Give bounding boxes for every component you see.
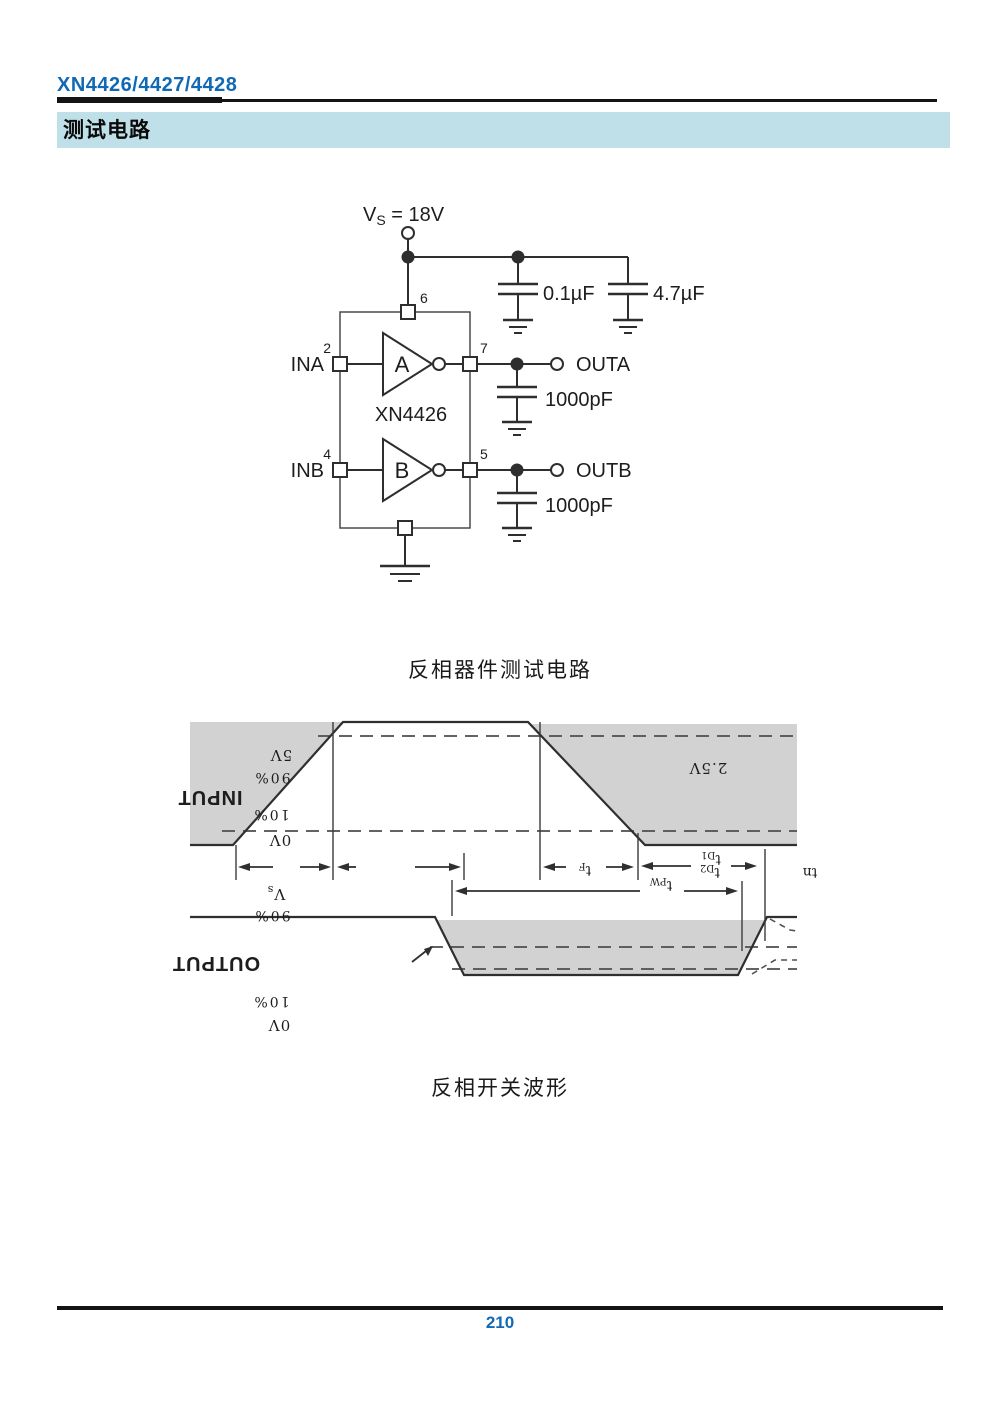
output-ghost-upper <box>769 918 798 932</box>
tf-label: tF <box>579 860 592 878</box>
ground-pin-pad <box>397 520 413 536</box>
load-cap-a-value: 1000pF <box>545 389 613 411</box>
bypass-capacitor-1-symbol <box>498 282 538 296</box>
dim-arrow-td <box>641 862 757 870</box>
pin5-pad <box>462 462 478 478</box>
outa-label: OUTA <box>576 354 631 376</box>
junction-dot-rail <box>511 250 525 264</box>
pin6-pad <box>400 304 416 320</box>
inb-label: INB <box>291 460 324 482</box>
section-banner-title: 测试电路 <box>63 119 151 142</box>
pin4-pad <box>332 462 348 478</box>
edge-pointer-arrow <box>411 946 433 963</box>
input-0v-label: 0V <box>269 831 292 849</box>
pin6-number: 6 <box>420 290 428 306</box>
load-capacitor-b-symbol <box>497 491 537 505</box>
tn-label: tn <box>803 864 818 880</box>
test-circuit-diagram: VS = 18V 6 0.1µF 4.7µF 2 INA A 7 OUTA 10… <box>291 204 705 582</box>
output-vs-label: Vs <box>267 883 287 903</box>
switching-waveform-figure: 5V 90% INPUT 10% 0V 2.5V Vs 90% OUTPUT 1… <box>172 720 818 1034</box>
input-axis-label: INPUT <box>178 786 243 808</box>
outb-label: OUTB <box>576 460 632 482</box>
part-number-label: XN4426 <box>375 404 447 426</box>
ground-symbol-load-a <box>502 420 532 436</box>
ina-label: INA <box>291 354 325 376</box>
footer-rule <box>57 1306 943 1310</box>
input-shade-left <box>190 722 343 845</box>
pin5-number: 5 <box>480 446 488 462</box>
inverter-b-bubble <box>432 463 446 477</box>
pin7-number: 7 <box>480 340 488 356</box>
junction-dot-supply <box>401 250 415 264</box>
header-rule-accent <box>57 97 222 103</box>
supply-terminal-node <box>401 226 415 240</box>
td1-label: tD1 <box>701 849 721 867</box>
bypass-cap1-value: 0.1µF <box>543 283 595 305</box>
ground-symbol-cap2 <box>613 318 643 334</box>
ground-symbol-cap1 <box>503 318 533 334</box>
circuit-caption: 反相器件测试电路 <box>408 659 592 682</box>
pin7-pad <box>462 356 478 372</box>
pin2-number: 2 <box>323 340 331 356</box>
input-5v-label: 5V <box>270 746 293 764</box>
output-waveform-trace <box>190 915 797 977</box>
output-ghost-lower <box>751 959 797 975</box>
gate-a-label: A <box>395 352 410 377</box>
input-waveform-trace <box>190 720 797 847</box>
tpw-label: tPW <box>649 875 672 893</box>
dim-arrow-tpw <box>455 887 738 895</box>
outa-terminal-node <box>550 357 564 371</box>
header-rule <box>57 99 937 102</box>
input-90pct-label: 90% <box>253 769 290 785</box>
output-90pct-label: 90% <box>253 907 290 923</box>
ground-symbol-load-b <box>502 526 532 542</box>
input-shade-right <box>530 724 797 845</box>
dim-arrow-tf <box>543 863 634 871</box>
gate-b-label: B <box>395 458 410 483</box>
output-0v-label: 0V <box>268 1016 291 1034</box>
waveform-caption: 反相开关波形 <box>431 1077 569 1100</box>
bypass-capacitor-2-symbol <box>608 282 648 296</box>
output-10pct-label: 10% <box>252 993 289 1009</box>
supply-voltage-label: VS = 18V <box>363 204 445 228</box>
ground-symbol-chip <box>380 564 430 582</box>
pin2-pad <box>332 356 348 372</box>
bypass-cap2-value: 4.7µF <box>653 283 705 305</box>
page-number: 210 <box>485 1313 515 1332</box>
mid-level-label: 2.5V <box>688 759 727 777</box>
load-cap-b-value: 1000pF <box>545 495 613 517</box>
input-10pct-label: 10% <box>252 806 289 822</box>
section-banner <box>57 112 950 148</box>
outb-terminal-node <box>550 463 564 477</box>
pin4-number: 4 <box>323 446 331 462</box>
load-capacitor-a-symbol <box>497 385 537 399</box>
page-title: XN4426/4427/4428 <box>57 74 238 96</box>
td2-label: tD2 <box>700 862 720 880</box>
inverter-a-bubble <box>432 357 446 371</box>
dim-arrow-1 <box>238 863 331 871</box>
dim-arrow-2 <box>337 863 461 871</box>
output-axis-label: OUTPUT <box>172 952 260 974</box>
